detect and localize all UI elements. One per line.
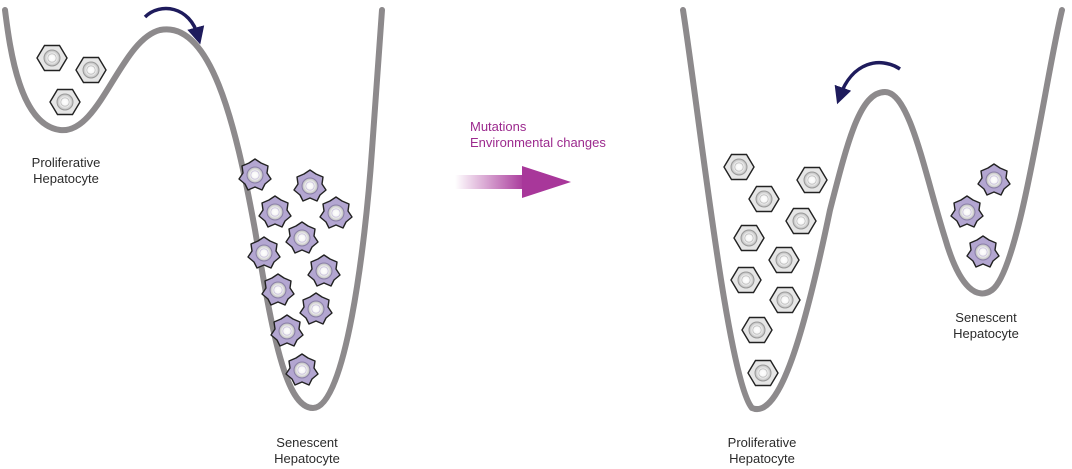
gradient-arrow-icon bbox=[455, 166, 571, 198]
hexagon-cell-icon bbox=[36, 44, 68, 72]
spiky-cell-icon bbox=[247, 236, 281, 269]
right-senescent-cells bbox=[950, 163, 1011, 268]
right-senescent-label-line2: Hepatocyte bbox=[953, 326, 1019, 341]
transition-label-environmental: Environmental changes bbox=[470, 135, 606, 150]
spiky-cell-icon bbox=[950, 195, 984, 228]
right-energy-curve bbox=[680, 7, 1065, 413]
hexagon-cell-icon bbox=[49, 88, 81, 116]
hexagon-cell-icon bbox=[748, 185, 780, 213]
hexagon-cell-icon bbox=[768, 246, 800, 274]
right-proliferative-cells bbox=[723, 153, 828, 387]
right-proliferative-label-line1: Proliferative bbox=[728, 435, 797, 450]
spiky-cell-icon bbox=[977, 163, 1011, 196]
left-energy-curve bbox=[2, 7, 385, 411]
hexagon-cell-icon bbox=[733, 224, 765, 252]
spiky-cell-icon bbox=[307, 254, 341, 287]
hexagon-cell-icon bbox=[730, 266, 762, 294]
curved-arrow-icon bbox=[143, 6, 205, 45]
hexagon-cell-icon bbox=[747, 359, 779, 387]
hexagon-cell-icon bbox=[785, 207, 817, 235]
left-senescent-label-line1: Senescent bbox=[276, 435, 338, 450]
left-senescent-label-line2: Hepatocyte bbox=[274, 451, 340, 466]
hexagon-cell-icon bbox=[796, 166, 828, 194]
left-senescent-cells bbox=[238, 158, 353, 386]
spiky-cell-icon bbox=[966, 235, 1000, 268]
spiky-cell-icon bbox=[299, 292, 333, 325]
transition-label-mutations: Mutations bbox=[470, 119, 527, 134]
curved-arrow-icon bbox=[834, 60, 901, 105]
hexagon-cell-icon bbox=[723, 153, 755, 181]
left-proliferative-label-line2: Hepatocyte bbox=[33, 171, 99, 186]
spiky-cell-icon bbox=[293, 169, 327, 202]
left-proliferative-label-line1: Proliferative bbox=[32, 155, 101, 170]
hexagon-cell-icon bbox=[741, 316, 773, 344]
spiky-cell-icon bbox=[258, 195, 292, 228]
right-senescent-label-line1: Senescent bbox=[955, 310, 1017, 325]
spiky-cell-icon bbox=[285, 221, 319, 254]
right-proliferative-label-line2: Hepatocyte bbox=[729, 451, 795, 466]
spiky-cell-icon bbox=[319, 196, 353, 229]
hexagon-cell-icon bbox=[75, 56, 107, 84]
hexagon-cell-icon bbox=[769, 286, 801, 314]
